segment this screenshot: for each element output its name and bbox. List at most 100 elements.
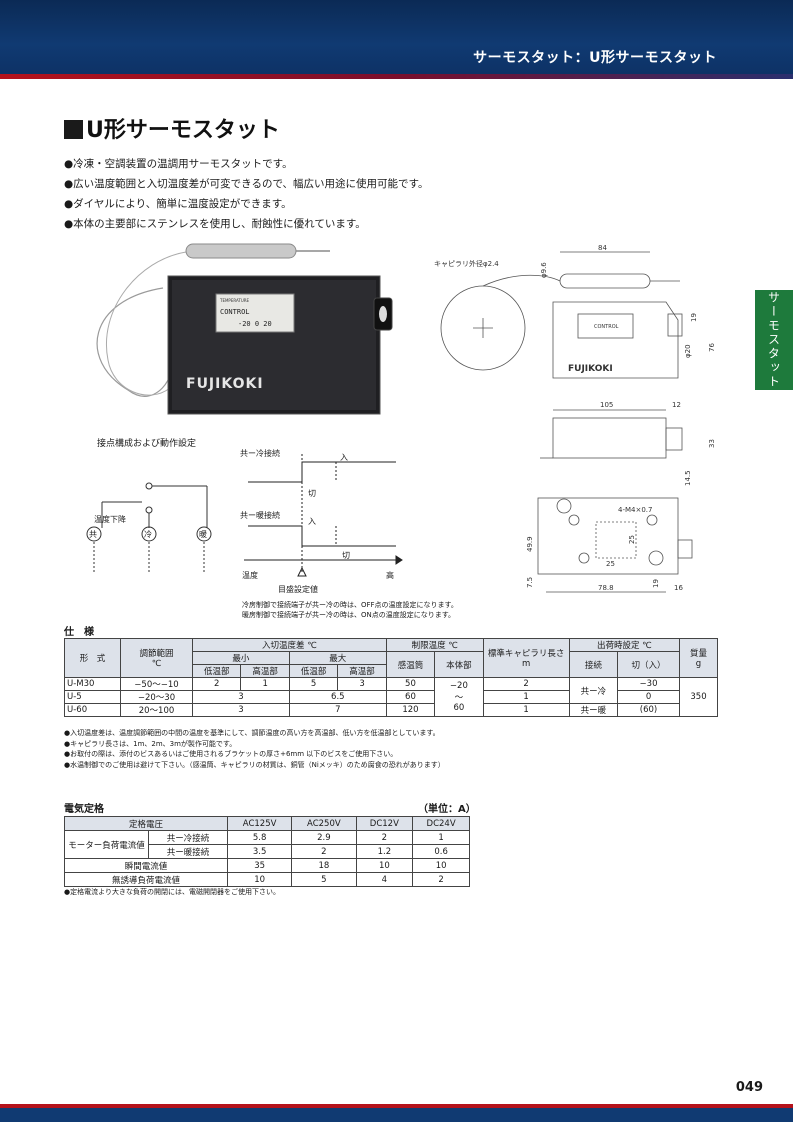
contact-bottom-terminal xyxy=(145,506,153,514)
elec-table: 定格電圧 AC125V AC250V DC12V DC24V モーター負荷電流値… xyxy=(64,816,470,887)
drawing-plate-text: CONTROL xyxy=(594,324,619,330)
drawing-dial-window xyxy=(577,313,634,339)
drawing-bulb xyxy=(559,273,651,289)
capillary-line xyxy=(482,274,561,287)
dim-84: 84 xyxy=(598,244,607,252)
page-title: U形サーモスタット xyxy=(64,112,280,144)
side-tab-thermostat[interactable]: サーモスタット xyxy=(755,290,793,390)
th-offon: 切（入） xyxy=(617,651,680,678)
table-row: 共ー暖接続 3.5 2 1.2 0.6 xyxy=(65,844,470,859)
dial-window xyxy=(215,293,295,333)
th-dc12: DC12V xyxy=(355,816,414,831)
th-range-unit: ℃ xyxy=(151,659,162,669)
capillary-tube xyxy=(96,287,169,397)
feature-item: 冷凍・空調装置の温調用サーモスタットです。 xyxy=(64,154,429,174)
cell-min-low: 2 xyxy=(191,677,242,691)
spec-note: ●キャピラリ長さは、1m、2m、3mが製作可能です。 xyxy=(64,739,237,748)
th-diff: 入切温度差 ℃ xyxy=(192,638,387,652)
timing-temp-label: 温度 xyxy=(242,570,258,580)
timing-cold-on: 入 xyxy=(340,453,348,462)
feature-item: ダイヤルにより、簡単に温度設定ができます。 xyxy=(64,194,429,214)
cell-motor: モーター負荷電流値 xyxy=(64,830,149,859)
timing-warm-label: 共ー暖接続 xyxy=(240,510,280,520)
body-back-outline xyxy=(537,497,679,575)
timing-note: 冷房制御で接続端子が共ー冷の時は、OFF点の温度設定になります。 xyxy=(242,601,458,609)
mount-hole xyxy=(568,514,580,526)
th-mass-unit: g xyxy=(695,659,702,669)
dim-25-h: 25 xyxy=(606,560,615,568)
dim-20: φ20 xyxy=(684,344,692,358)
timing-cold-label: 共ー冷接続 xyxy=(240,448,280,458)
elec-title: 電気定格 xyxy=(64,804,104,815)
drawing-brand: FUJIKOKI xyxy=(568,364,613,374)
setpoint-triangle xyxy=(297,566,307,577)
cell-value: 5.8 xyxy=(226,830,293,845)
cell-warm-conn: 共ー暖接続 xyxy=(148,844,228,859)
elec-unit: （単位：A） xyxy=(418,804,476,815)
cell-value: 10 xyxy=(412,858,470,873)
cell-value: 2 xyxy=(291,844,357,859)
cell-cap: 2 xyxy=(482,677,570,691)
header-bar xyxy=(0,0,793,74)
cell-value: 35 xyxy=(226,858,293,873)
th-dc24: DC24V xyxy=(412,816,470,831)
mount-hole xyxy=(578,552,590,564)
timing-warm-off: 切 xyxy=(342,551,350,560)
th-ship: 出荷時設定 ℃ xyxy=(568,638,681,652)
terminal-cold xyxy=(141,526,157,542)
header-title: サーモスタット：U形サーモスタット xyxy=(473,50,717,66)
dim-19: 19 xyxy=(690,313,698,322)
cell-value: 10 xyxy=(355,858,414,873)
capillary-tube-2 xyxy=(106,251,187,396)
th-low: 低温部 xyxy=(288,664,339,678)
cell-model: U-60 xyxy=(64,703,121,717)
cell-max-low: 5 xyxy=(288,677,339,691)
timing-high-label: 高 xyxy=(386,570,394,580)
th-conn: 接続 xyxy=(568,651,619,678)
th-model: 形 式 xyxy=(64,638,121,678)
body-side-outline xyxy=(552,417,667,459)
contact-diagram: 温度下降 共 冷 暖 xyxy=(86,482,212,572)
dial-subtext: TEMPERATURE xyxy=(219,298,250,303)
spec-notes: ●入切温度差は、温度調節範囲の中間の温度を基準にして、調節温度の高い方を高温部、… xyxy=(64,728,445,770)
cell-sensor: 50 xyxy=(385,677,436,691)
cell-min-high: 1 xyxy=(240,677,290,691)
header-accent-stripe xyxy=(0,74,793,79)
contact-top-terminal xyxy=(145,482,153,490)
mount-hole xyxy=(556,498,572,514)
spec-title: 仕 様 xyxy=(64,627,94,638)
cell-model: U-M30 xyxy=(64,677,121,691)
spec-note: ●お取付の際は、添付のビスあるいはご使用されるブラケットの厚さ+6mm 以下のビ… xyxy=(64,750,398,758)
cold-curve xyxy=(248,461,396,483)
cell-value: 3.5 xyxy=(226,844,293,859)
cell-sensor: 60 xyxy=(385,690,436,704)
spec-note: ●入切温度差は、温度調節範囲の中間の温度を基準にして、調節温度の高い方を高温部、… xyxy=(64,729,440,737)
product-photo: TEMPERATURE CONTROL -20 0 20 FUJIKOKI xyxy=(96,243,393,415)
th-cap-unit: m xyxy=(521,659,531,669)
drawing-dial xyxy=(667,313,683,337)
th-limit: 制限温度 ℃ xyxy=(385,638,484,652)
back-dial xyxy=(677,539,693,559)
cell-value: 4 xyxy=(355,872,414,887)
cell-body-limit: −20〜60 xyxy=(434,677,484,717)
contact-diagram-title: 接点構成および動作設定 xyxy=(97,439,197,449)
side-dial xyxy=(665,427,683,451)
dial-text: CONTROL xyxy=(220,308,250,316)
th-rated-voltage: 定格電圧 xyxy=(64,816,228,831)
warm-curve xyxy=(248,525,396,547)
feature-item: 広い温度範囲と入切温度差が可変できるので、幅広い用途に使用可能です。 xyxy=(64,174,428,194)
dim-33: 33 xyxy=(708,439,716,448)
dial-indicator xyxy=(379,306,387,322)
screw-pattern xyxy=(595,521,637,559)
cell-value: 10 xyxy=(226,872,293,887)
dim-25-v: 25 xyxy=(628,535,636,544)
terminal-common xyxy=(86,526,102,542)
page-title-text: U形サーモスタット xyxy=(86,118,280,143)
th-ac125: AC125V xyxy=(226,816,293,831)
timing-warm-on: 入 xyxy=(308,517,316,526)
cell-value: 1.2 xyxy=(355,844,414,859)
cell-noninductive: 無誘導負荷電流値 xyxy=(64,872,228,887)
cell-max: 7 xyxy=(288,703,387,717)
th-mass-label: 質量 xyxy=(689,649,707,659)
